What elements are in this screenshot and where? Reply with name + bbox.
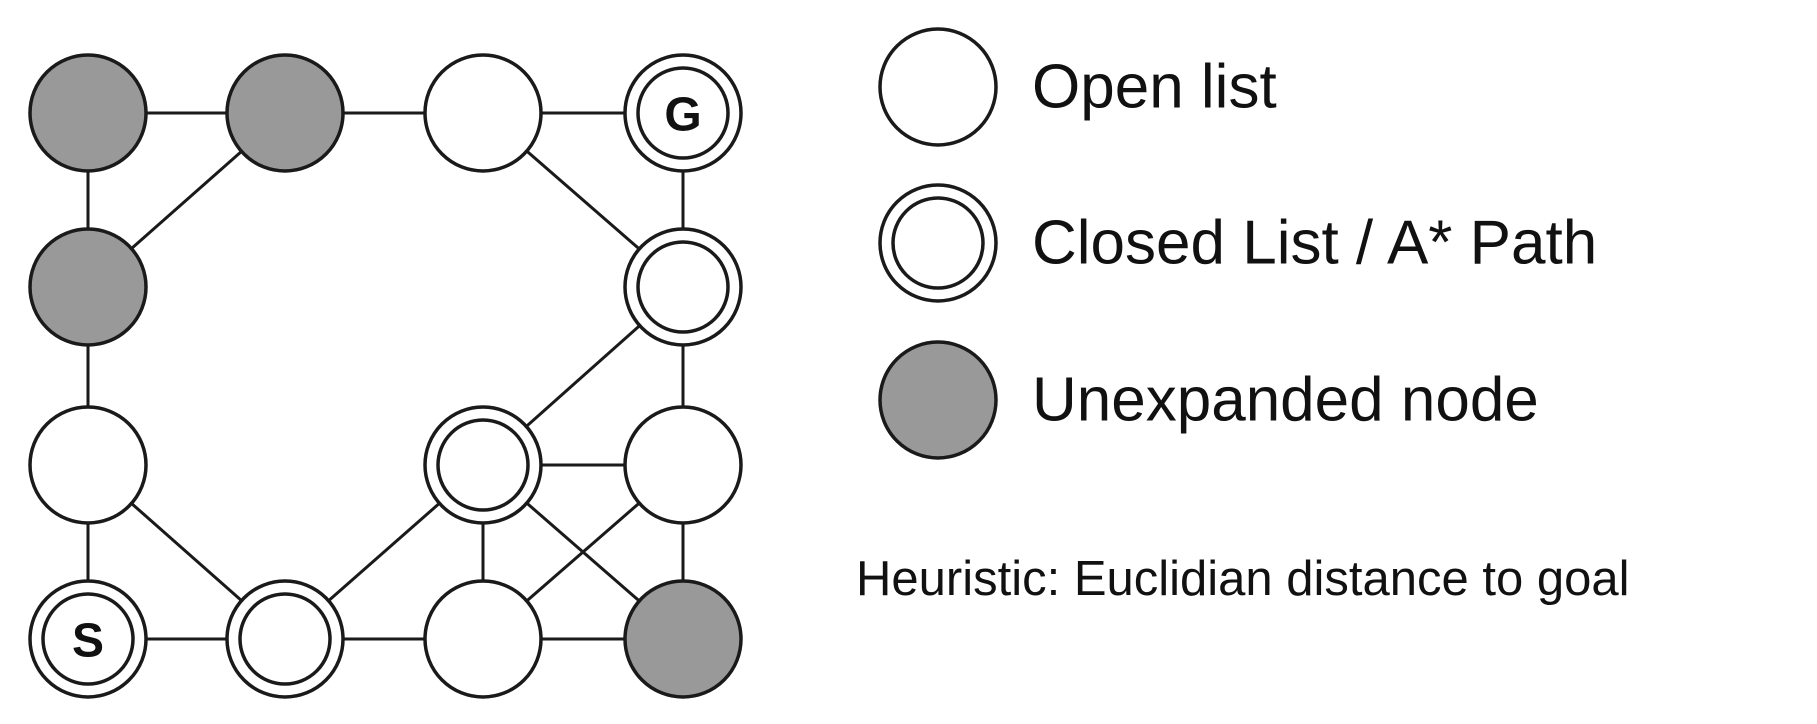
node-r2c2-closed [423,405,543,525]
node-label: S [72,615,104,668]
legend-closed-label: Closed List / A* Path [1032,209,1597,278]
node-inner-ring [636,240,730,334]
graph-nodes: GS [28,53,743,699]
node-r3c0-closed: S [28,579,148,699]
node-circle [623,579,743,699]
graph-edges [86,111,685,641]
legend-unexpanded-symbol [878,340,998,460]
node-inner-ring [41,592,135,686]
node-circle [28,405,148,525]
legend: Open list Closed List / A* Path Unexpand… [878,27,1597,460]
legend-open-label: Open list [1032,53,1277,122]
legend-item-open: Open list [878,27,1277,147]
node-r3c1-closed [225,579,345,699]
node-inner-ring [636,66,730,160]
node-r3c2-open [423,579,543,699]
node-r1c0-unexpanded [28,227,148,347]
node-inner-ring [238,592,332,686]
node-circle [423,53,543,173]
node-circle [225,53,345,173]
node-circle [423,579,543,699]
node-r0c1-unexpanded [225,53,345,173]
node-r2c0-open [28,405,148,525]
heuristic-note: Heuristic: Euclidian distance to goal [856,552,1630,606]
node-circle [623,405,743,525]
node-r3c3-unexpanded [623,579,743,699]
legend-closed-symbol-inner-ring [891,196,985,290]
node-inner-ring [436,418,530,512]
node-r0c3-closed: G [623,53,743,173]
node-label: G [664,89,701,142]
legend-unexpanded-label: Unexpanded node [1032,366,1539,435]
node-circle [28,227,148,347]
node-r0c0-unexpanded [28,53,148,173]
legend-item-unexpanded: Unexpanded node [878,340,1539,460]
node-r0c2-open [423,53,543,173]
node-r1c3-closed [623,227,743,347]
node-circle [28,53,148,173]
legend-item-closed: Closed List / A* Path [878,183,1597,303]
node-r2c3-open [623,405,743,525]
legend-open-symbol [878,27,998,147]
